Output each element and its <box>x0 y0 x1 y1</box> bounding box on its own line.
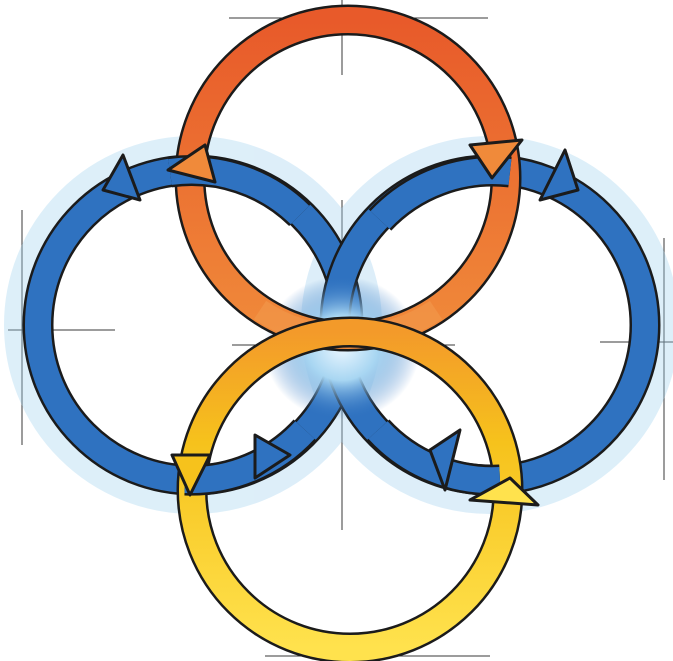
diagram-canvas <box>0 0 673 661</box>
four-ring-flow-diagram <box>0 0 673 661</box>
